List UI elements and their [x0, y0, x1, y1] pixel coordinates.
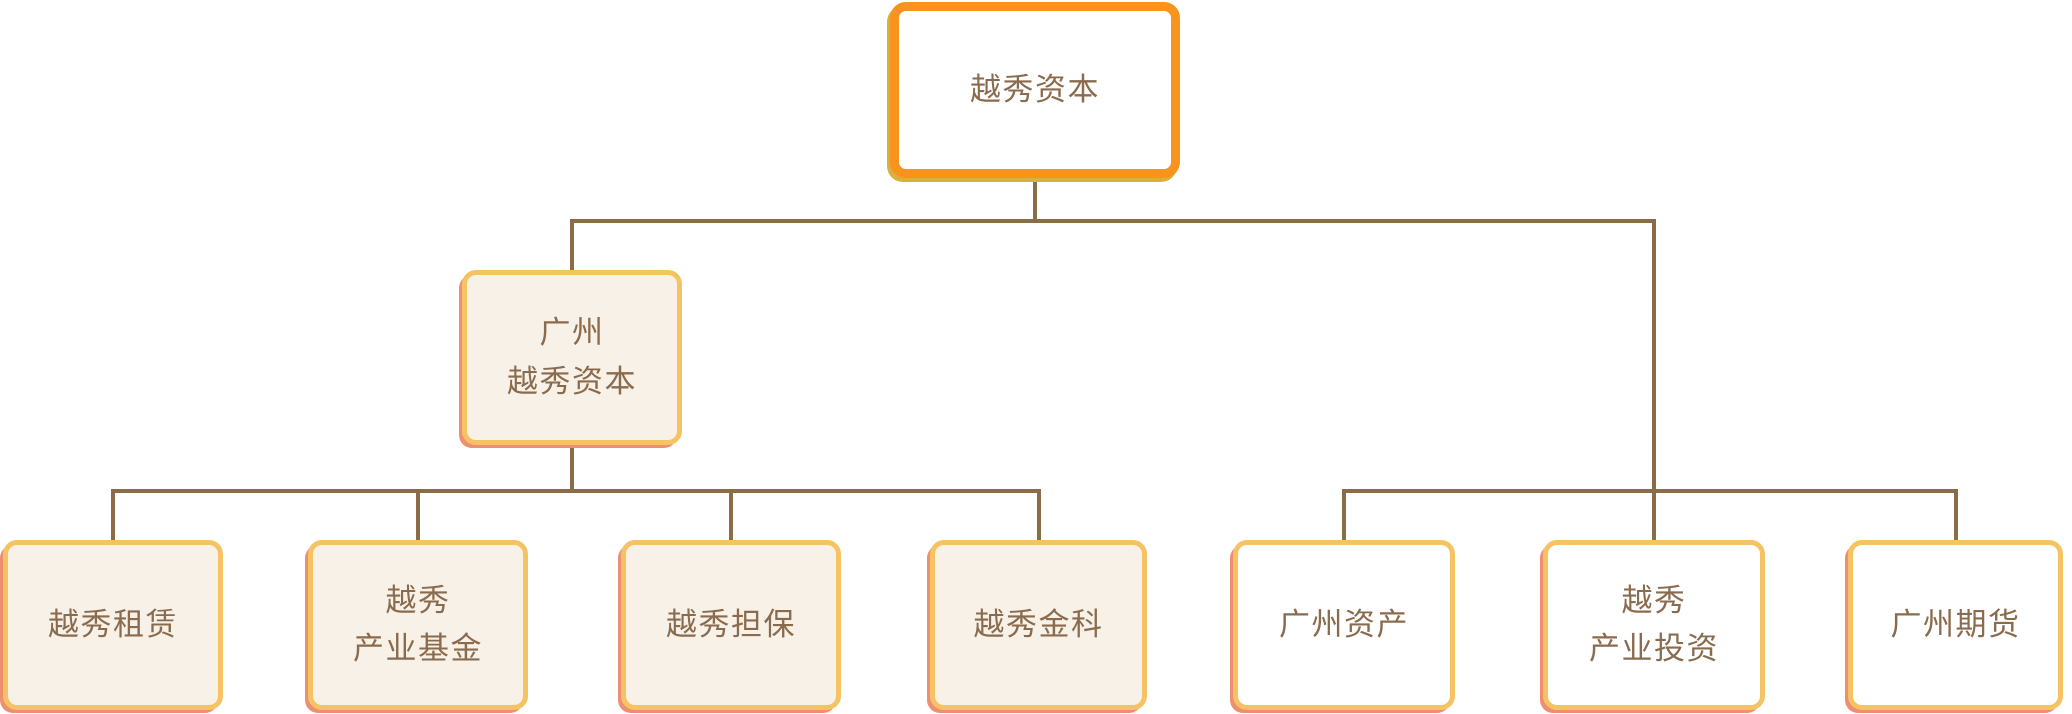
connector-gz-yuexiu-stub	[570, 442, 574, 492]
org-node-label: 广州资产	[1279, 606, 1409, 642]
connector-drop-gz-futures	[1954, 489, 1958, 542]
org-node-label: 广州 越秀资本	[507, 315, 637, 399]
connector-drop-guarantee	[729, 489, 733, 542]
connector-left-horizontal	[111, 489, 1041, 493]
org-node-yuexiu-fintech[interactable]: 越秀金科	[930, 540, 1147, 710]
connector-drop-fintech	[1037, 489, 1041, 542]
org-node-yuexiu-industry-fund[interactable]: 越秀 产业基金	[308, 540, 528, 710]
connector-top-horizontal	[570, 219, 1656, 223]
connector-drop-right-branch	[1652, 219, 1656, 544]
org-node-label: 越秀 产业投资	[1589, 582, 1719, 666]
org-node-guangzhou-assets[interactable]: 广州资产	[1233, 540, 1455, 710]
connector-drop-leasing	[111, 489, 115, 542]
org-node-label: 越秀担保	[666, 606, 796, 642]
org-node-label: 越秀租赁	[48, 606, 178, 642]
org-node-label: 越秀资本	[970, 71, 1100, 107]
org-node-yuexiu-leasing[interactable]: 越秀租赁	[3, 540, 223, 710]
connector-right-horizontal	[1342, 489, 1958, 493]
connector-drop-gz-yuexiu	[570, 219, 574, 274]
org-node-guangzhou-yuexiu-capital[interactable]: 广州 越秀资本	[462, 270, 682, 445]
connector-drop-industry-fund	[416, 489, 420, 542]
org-node-guangzhou-futures[interactable]: 广州期货	[1848, 540, 2063, 710]
connector-root-stub	[1033, 175, 1037, 221]
org-node-yuexiu-industry-investment[interactable]: 越秀 产业投资	[1543, 540, 1765, 710]
org-node-label: 越秀金科	[973, 606, 1104, 642]
org-node-yuexiu-guarantee[interactable]: 越秀担保	[621, 540, 841, 710]
org-node-label: 广州期货	[1890, 606, 2021, 642]
org-node-yuexiu-capital[interactable]: 越秀资本	[890, 2, 1180, 178]
connector-drop-gz-assets	[1342, 489, 1346, 542]
org-node-label: 越秀 产业基金	[353, 582, 483, 666]
